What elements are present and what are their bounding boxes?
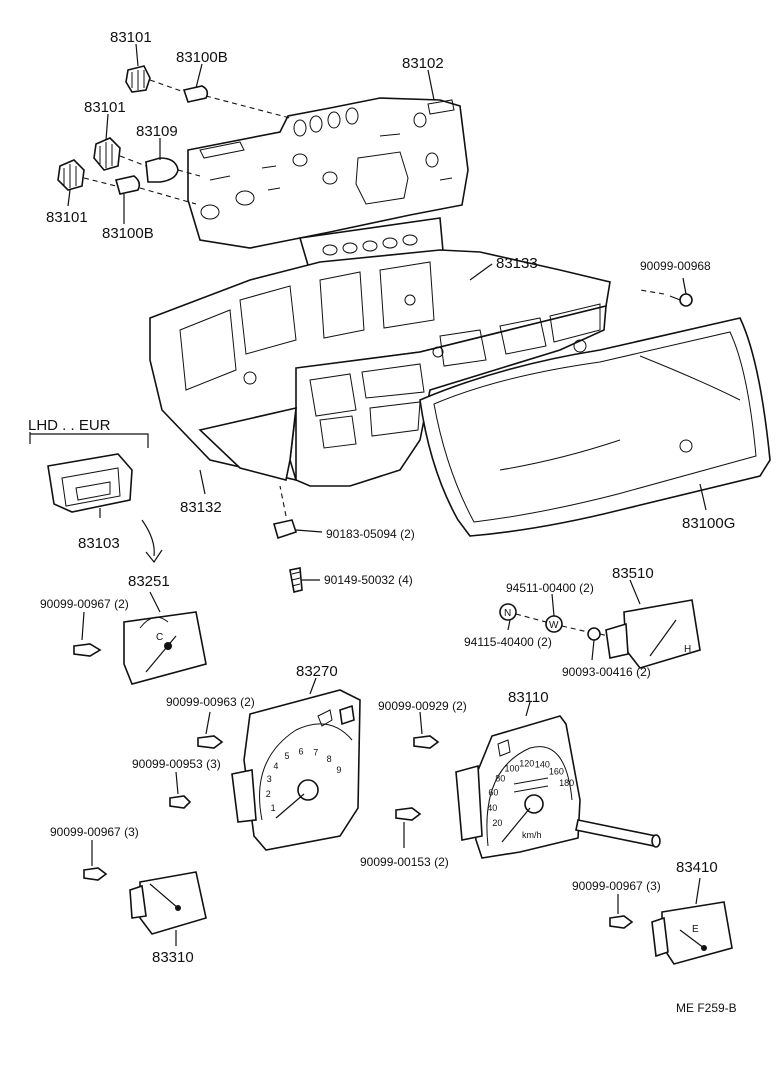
label-90099-00953: 90099-00953 (3) — [132, 757, 221, 771]
tach-number-9: 9 — [336, 765, 341, 775]
label-83101-top: 83101 — [110, 29, 152, 46]
nut-N-mark: N — [504, 608, 511, 619]
label-90099-00967-a: 90099-00967 (2) — [40, 597, 129, 611]
speed-number-120: 120 — [519, 758, 534, 768]
washer-W-mark: W — [549, 620, 559, 631]
gauge-83310 — [129, 871, 207, 935]
speed-number-100: 100 — [504, 763, 519, 773]
speed-number-160: 160 — [549, 766, 564, 776]
screw-90099-00929 — [413, 735, 440, 749]
clip-90183-05094 — [272, 519, 298, 540]
tach-number-4: 4 — [273, 761, 278, 771]
speed-unit: km/h — [522, 830, 542, 840]
speedometer-cable — [575, 819, 661, 848]
screw-90099-00953 — [169, 795, 192, 809]
label-83132: 83132 — [180, 499, 222, 516]
screw-90099-00963 — [197, 735, 224, 749]
label-83410: 83410 — [676, 859, 718, 876]
speed-number-60: 60 — [488, 788, 498, 798]
speed-number-40: 40 — [487, 803, 497, 813]
tach-number-1: 1 — [271, 803, 276, 813]
screw-90099-00968 — [669, 293, 693, 307]
speed-number-80: 80 — [495, 774, 505, 784]
screw-90099-00153 — [395, 807, 422, 821]
screw-90099-00967-b — [83, 867, 108, 881]
label-90099-00963: 90099-00963 (2) — [166, 695, 255, 709]
temp-hot-mark: H — [684, 644, 691, 655]
speed-number-140: 140 — [535, 759, 550, 769]
label-83251: 83251 — [128, 573, 170, 590]
region-label: LHD . . EUR — [28, 417, 111, 434]
cluster-glass-83100G — [419, 317, 771, 537]
label-83100B-top: 83100B — [176, 49, 228, 66]
screw-90099-00967-a — [73, 643, 102, 657]
label-83270: 83270 — [296, 663, 338, 680]
part-labels: 83101 83100B 83102 83101 83109 83101 831… — [28, 29, 737, 1015]
printed-circuit-plate — [187, 97, 469, 273]
temp-cold-mark: C — [156, 632, 163, 643]
tach-number-5: 5 — [284, 751, 289, 761]
label-83310: 83310 — [152, 949, 194, 966]
label-90099-00929: 90099-00929 (2) — [378, 699, 467, 713]
gauge-83510 — [605, 599, 701, 669]
label-90093-00416: 90093-00416 (2) — [562, 665, 651, 679]
label-83103: 83103 — [78, 535, 120, 552]
fuel-empty-mark: E — [692, 924, 699, 935]
label-83100B-bot: 83100B — [102, 225, 154, 242]
bulb-83109 — [145, 157, 179, 183]
tach-number-7: 7 — [313, 747, 318, 757]
label-83101-mid: 83101 — [84, 99, 126, 116]
label-83102: 83102 — [402, 55, 444, 72]
label-83110: 83110 — [508, 689, 549, 706]
footer-code: ME F259-B — [676, 1001, 737, 1015]
speedometer-83110 — [455, 715, 581, 859]
tach-number-8: 8 — [327, 754, 332, 764]
bulb-83100B-bot — [114, 175, 141, 195]
cluster-housing — [149, 249, 611, 487]
label-83109: 83109 — [136, 123, 178, 140]
label-83101-bot: 83101 — [46, 209, 88, 226]
tachometer-83270 — [231, 689, 361, 851]
label-90149-50032: 90149-50032 (4) — [324, 573, 413, 587]
bulb-socket-83101-top — [125, 65, 151, 93]
label-83133: 83133 — [496, 255, 538, 272]
tach-number-3: 3 — [267, 774, 272, 784]
gauge-83410 — [651, 901, 733, 965]
label-90099-00967-b: 90099-00967 (3) — [50, 825, 139, 839]
label-94115-40400: 94115-40400 (2) — [464, 635, 552, 649]
screw-90099-00967-c — [609, 915, 634, 929]
bulb-83100B-top — [182, 85, 209, 103]
switch-83103 — [47, 453, 133, 513]
tach-number-2: 2 — [266, 789, 271, 799]
gauge-83251 — [123, 611, 207, 685]
label-90099-00153: 90099-00153 (2) — [360, 855, 449, 869]
bulb-socket-83101-mid — [93, 137, 121, 171]
washer-90093-00416 — [587, 627, 601, 641]
bulb-socket-83101-bot — [57, 159, 85, 191]
label-83100G: 83100G — [682, 515, 735, 532]
label-83510: 83510 — [612, 565, 654, 582]
speed-number-20: 20 — [492, 818, 502, 828]
nut-N — [499, 603, 517, 621]
label-90183-05094: 90183-05094 (2) — [326, 527, 415, 541]
label-90099-00967-c: 90099-00967 (3) — [572, 879, 661, 893]
screw-90149-50032 — [289, 567, 303, 593]
label-90099-00968: 90099-00968 — [640, 259, 711, 273]
label-94511-00400: 94511-00400 (2) — [506, 581, 594, 595]
speed-number-180: 180 — [559, 778, 574, 788]
tach-number-6: 6 — [298, 746, 303, 756]
